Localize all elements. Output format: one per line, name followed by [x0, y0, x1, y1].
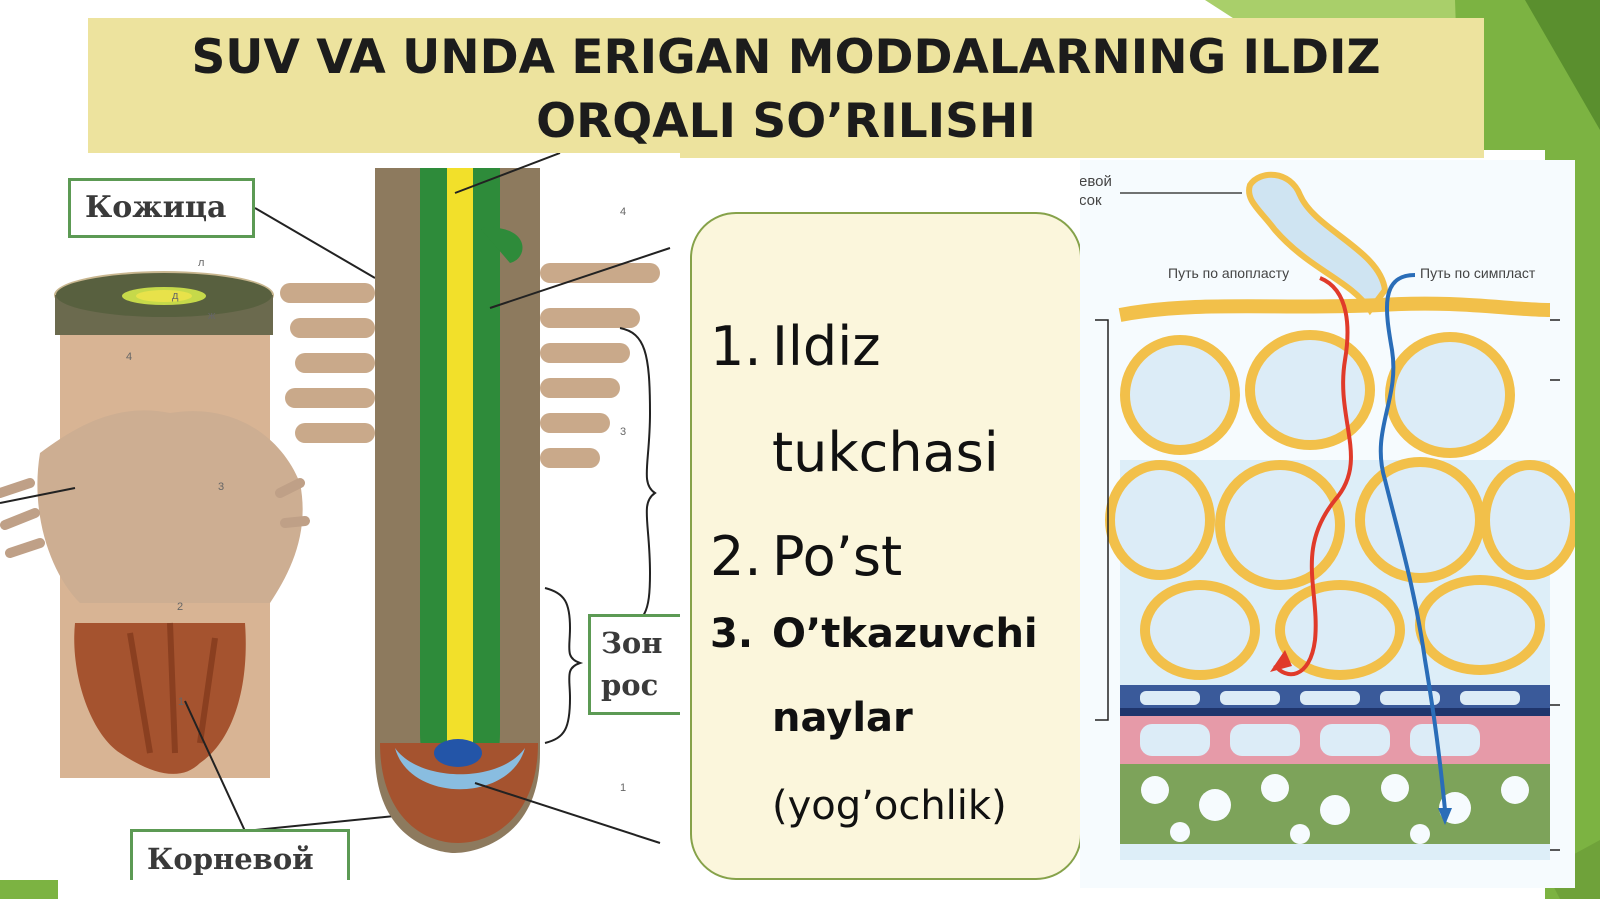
list-item-1-line2: tukchasi	[772, 421, 999, 484]
label-symplast: Путь по симпласт	[1420, 265, 1536, 281]
list-item-1-line1: Ildiz	[772, 315, 881, 378]
svg-text:4: 4	[126, 351, 132, 363]
title-line-2: ORQALI SO’RILISHI	[536, 94, 1036, 149]
svg-text:4: 4	[620, 206, 626, 218]
water-transport-pathways-diagram: евой сок Путь по апопласту Путь по симпл…	[1080, 160, 1575, 888]
list-item-3-line1: O’tkazuvchi	[772, 611, 1038, 657]
title-banner	[88, 18, 1484, 158]
diagram-markers: л д ж 4 3 2 1 4 3 1	[126, 206, 626, 794]
root-illustration: л д ж 4 3 2 1 4 3 1	[0, 153, 671, 853]
label-growth-zone: Зон рос	[588, 614, 680, 715]
list-number-2: 2.	[710, 525, 762, 588]
root-parts-callout: 1. Ildiz tukchasi 2. Po’st 3. O’tkazuvch…	[690, 212, 1082, 880]
svg-text:ж: ж	[208, 310, 216, 322]
svg-text:1: 1	[178, 696, 184, 708]
svg-text:2: 2	[177, 601, 183, 613]
label-apoplast: Путь по апопласту	[1168, 265, 1289, 281]
svg-text:3: 3	[218, 481, 224, 493]
symplast-path	[1378, 273, 1447, 811]
apoplast-path	[1273, 276, 1353, 677]
list-note: (yog’ochlik)	[772, 783, 1007, 829]
root-3d-model	[0, 207, 476, 833]
title-line-1: SUV VA UNDA ERIGAN MODDALARNING ILDIZ	[191, 30, 1381, 85]
vascular-cells	[1141, 774, 1529, 844]
label-skin: Кожица	[68, 178, 255, 238]
label-growth-zone-line1: Зон	[601, 626, 663, 660]
cortex-cells	[1105, 330, 1575, 680]
slide-title: SUV VA UNDA ERIGAN MODDALARNING ILDIZ OR…	[88, 26, 1484, 154]
svg-text:д: д	[172, 290, 179, 302]
label-root-cap: Корневой	[130, 829, 350, 880]
label-cell-sap-line2: сок	[1080, 192, 1102, 209]
svg-text:1: 1	[620, 782, 626, 794]
list-item-3-line2: naylar	[772, 695, 913, 741]
list-number-3: 3.	[710, 611, 754, 657]
svg-text:3: 3	[620, 426, 626, 438]
list-number-1: 1.	[710, 315, 762, 378]
endodermis-cells	[1140, 691, 1520, 756]
svg-text:л: л	[198, 257, 204, 269]
cell-pathways-illustration: евой сок Путь по апопласту Путь по симпл…	[1080, 171, 1575, 860]
label-growth-zone-line2: рос	[601, 668, 659, 702]
root-longitudinal-section	[280, 153, 671, 853]
root-structure-diagram: л д ж 4 3 2 1 4 3 1 Кожица Зон рос Корневой	[0, 153, 680, 880]
list-item-2-line1: Po’st	[772, 525, 903, 588]
label-cell-sap-line1: евой	[1080, 173, 1112, 190]
